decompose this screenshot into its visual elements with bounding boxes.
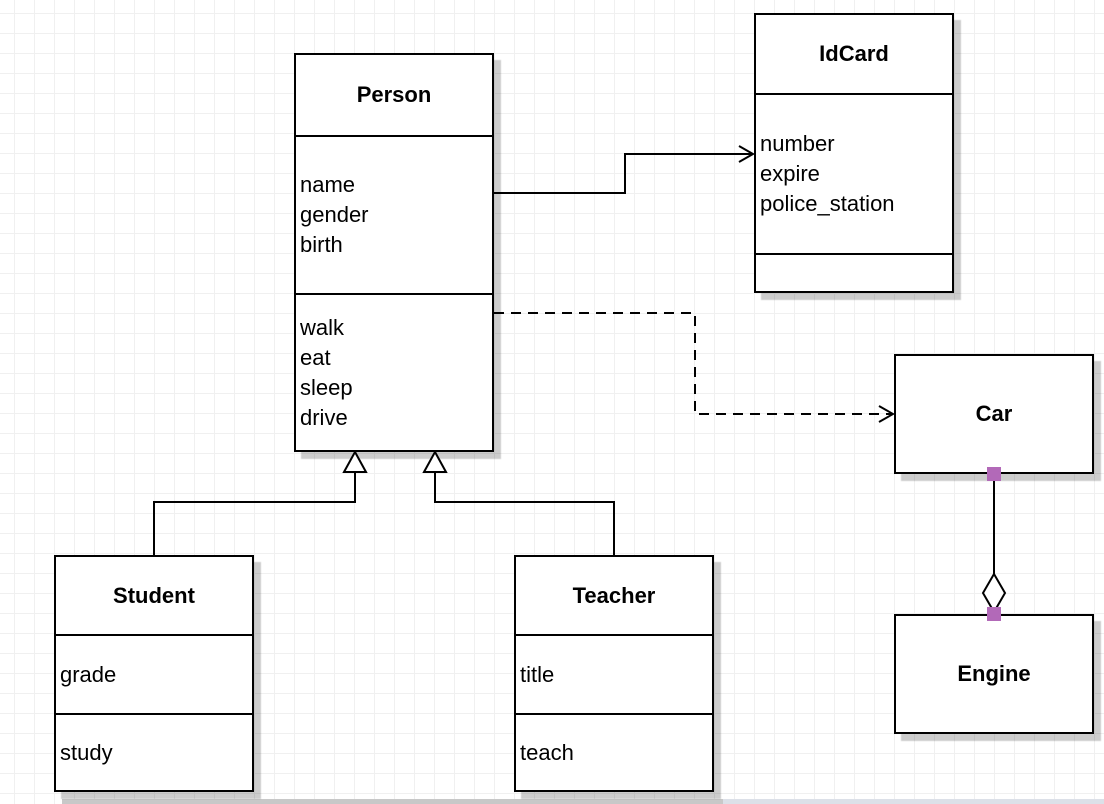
- class-idcard-methods-empty: [756, 253, 952, 291]
- attribute-row: number: [760, 131, 835, 156]
- class-idcard[interactable]: IdCard number expire police_station: [754, 13, 954, 293]
- class-student-attributes: grade: [56, 634, 252, 713]
- method-row: walk: [300, 314, 345, 340]
- association-line[interactable]: [494, 153, 751, 194]
- class-idcard-attributes: number expire police_station: [756, 93, 952, 253]
- association-connector-person-idcard[interactable]: [494, 145, 756, 194]
- dependency-connector-person-car[interactable]: [494, 312, 896, 423]
- class-teacher-title: Teacher: [572, 582, 656, 608]
- attribute-row: grade: [60, 661, 117, 687]
- page-bottom-edge: [723, 799, 1104, 804]
- class-student-methods: study: [56, 713, 252, 790]
- class-person-attributes: name gender birth: [296, 135, 492, 293]
- class-student[interactable]: Student grade study: [54, 555, 254, 792]
- method-row: drive: [300, 404, 348, 430]
- attribute-row: expire: [760, 161, 820, 186]
- generalization-line[interactable]: [153, 471, 356, 555]
- aggregation-connector-car-engine[interactable]: [981, 467, 1007, 621]
- attribute-row: title: [520, 661, 555, 687]
- method-row: teach: [520, 739, 574, 765]
- class-person[interactable]: Person name gender birth walk eat sleep …: [294, 53, 494, 452]
- class-person-methods: walk eat sleep drive: [296, 293, 492, 450]
- hollow-triangle-icon: [422, 449, 448, 473]
- method-row: study: [60, 739, 113, 765]
- generalization-line[interactable]: [434, 471, 615, 555]
- generalization-connector-student-person[interactable]: [153, 449, 368, 555]
- generalization-connector-teacher-person[interactable]: [422, 449, 615, 555]
- attribute-row: name: [300, 172, 356, 197]
- class-car-title: Car: [975, 401, 1013, 426]
- attribute-row: birth: [300, 232, 343, 257]
- class-engine-title: Engine: [957, 661, 1031, 686]
- hollow-triangle-icon: [342, 449, 368, 473]
- class-teacher-methods: teach: [516, 713, 712, 790]
- class-student-title: Student: [113, 582, 195, 608]
- aggregation-diamond-icon: [981, 572, 1007, 614]
- class-teacher[interactable]: Teacher title teach: [514, 555, 714, 792]
- method-row: sleep: [300, 374, 353, 400]
- page-bottom-shadow: [62, 799, 723, 804]
- dependency-line[interactable]: [494, 312, 891, 415]
- attribute-row: police_station: [760, 191, 895, 216]
- open-arrowhead-icon: [738, 145, 756, 163]
- method-row: eat: [300, 344, 331, 370]
- class-car[interactable]: Car: [894, 354, 1094, 474]
- class-person-title: Person: [356, 82, 432, 107]
- class-teacher-attributes: title: [516, 634, 712, 713]
- attribute-row: gender: [300, 202, 369, 227]
- open-arrowhead-icon: [878, 405, 896, 423]
- class-engine[interactable]: Engine: [894, 614, 1094, 734]
- class-idcard-title: IdCard: [819, 41, 889, 66]
